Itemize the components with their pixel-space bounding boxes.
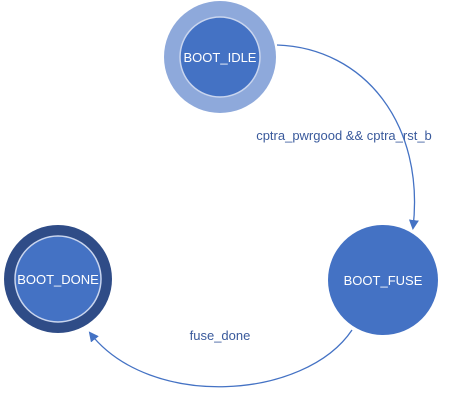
boot-fuse-circle [328,225,438,335]
boot-done-label: BOOT_DONE [17,272,99,287]
edge-label-fuse-to-done: fuse_done [190,328,251,343]
boot-fuse-label: BOOT_FUSE [344,273,423,288]
state-boot-fuse: BOOT_FUSE [328,225,438,335]
edge-label-idle-to-fuse: cptra_pwrgood && cptra_rst_b [256,128,432,143]
state-boot-done: BOOT_DONE [4,225,112,333]
edge-fuse-to-done [88,329,353,388]
edge-idle-to-fuse [276,44,419,230]
boot-idle-label: BOOT_IDLE [184,50,257,65]
boot-done-inner-circle [14,235,102,323]
state-boot-idle: BOOT_IDLE [164,1,276,113]
boot-idle-inner-circle [179,16,261,98]
